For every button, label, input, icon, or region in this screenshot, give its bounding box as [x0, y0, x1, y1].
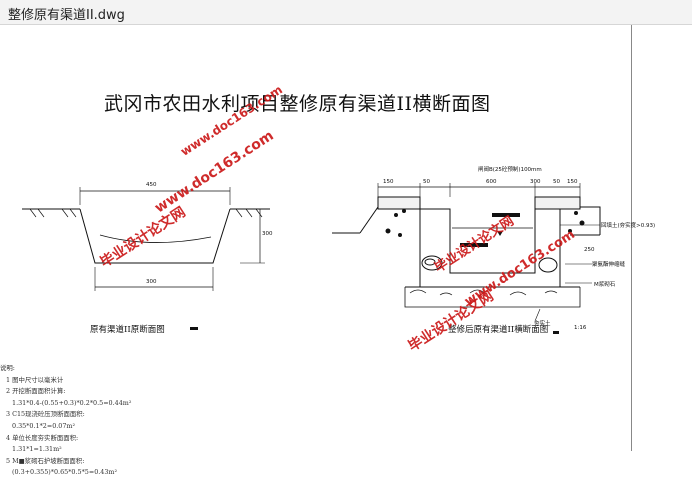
caption-rehab: 整修后原有渠道II横断面图: [448, 325, 549, 335]
legend-block-2: [553, 331, 559, 334]
note-line: 3 C15现浇砼压顶断面面积:: [6, 410, 85, 419]
right-dim-50b: 50: [553, 179, 560, 185]
slab-bar: [492, 213, 520, 217]
right-dim-300: 300: [530, 179, 541, 185]
caption-original: 原有渠道II原断面图: [90, 325, 165, 335]
coping-left: [377, 196, 421, 210]
section-drawings: [22, 183, 601, 334]
document-tab-title[interactable]: 整修原有渠道II.dwg: [8, 8, 125, 23]
ground-hatch: [29, 208, 263, 218]
left-dim-height: 300: [262, 231, 273, 237]
water-line: [99, 234, 212, 243]
note-line: 1.31*1=1.31m²: [12, 445, 62, 454]
drawing-title: 武冈市农田水利项目整修原有渠道II横断面图: [104, 93, 491, 115]
foundation: [404, 287, 581, 308]
notes-heading: 说明:: [0, 364, 15, 372]
note-line: 2 开挖断面面积计算:: [6, 387, 66, 396]
base-leader: [534, 308, 541, 322]
right-dim-150a: 150: [383, 179, 394, 185]
note-line: 4 单位长度夯实断面面积:: [6, 433, 79, 442]
note-line: 0.35*0.1*2=0.07m²: [12, 421, 76, 430]
notes-block: 说明: 1 图中尺寸以毫米计 2 开挖断面面积计算: 1.31*0.4-(0.5…: [0, 363, 360, 479]
note-line: 5 M■浆砌石护坡断面面积:: [6, 456, 85, 465]
left-dim-top: 450: [146, 182, 157, 188]
inner-channel: [420, 208, 536, 274]
left-dim-bottom: 300: [146, 279, 157, 285]
water-level-mark: [497, 231, 503, 236]
drawing-canvas: 武冈市农田水利项目整修原有渠道II横断面图: [0, 25, 692, 476]
label-base: 夯实土: [534, 321, 551, 327]
right-dim-50: 50: [423, 179, 430, 185]
compacted-hatch: [409, 289, 558, 296]
note-line: (0.3+0.355)*0.65*0.5*5=0.43m²: [12, 468, 118, 477]
original-section: [22, 187, 270, 330]
caption-scale: 1:16: [574, 325, 587, 331]
label-masonry: M浆砌石: [594, 282, 616, 288]
sheet-edge: [631, 25, 632, 451]
right-dim-150b: 150: [567, 179, 578, 185]
right-top-note: 闸阀B(25砼预制)100mm: [478, 167, 542, 173]
joint-bar: [460, 243, 488, 247]
label-soil: 回填土(夯实度>0.93): [601, 223, 656, 229]
stone-2: [538, 257, 558, 273]
coping-right: [534, 196, 581, 210]
stone-1: [421, 255, 443, 271]
right-dim-250: 250: [584, 247, 595, 253]
channel-profile: [79, 208, 231, 264]
rehab-section: [332, 183, 601, 334]
note-line: 1 图中尺寸以毫米计: [6, 375, 64, 384]
right-dim-600: 600: [486, 179, 497, 185]
legend-block: [190, 327, 198, 330]
document-tab-bar: 整修原有渠道II.dwg: [0, 0, 692, 25]
label-joint: 聚氨酯伸缩缝: [592, 262, 626, 268]
note-line: 1.31*0.4-(0.55+0.3)*0.2*0.5=0.44m²: [12, 398, 132, 407]
